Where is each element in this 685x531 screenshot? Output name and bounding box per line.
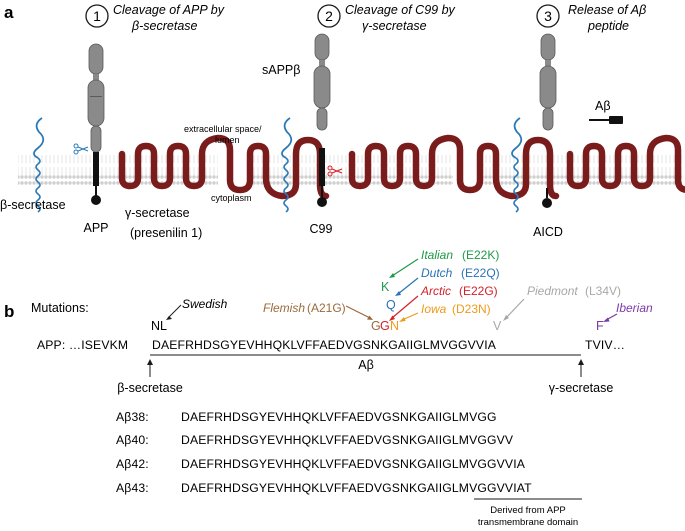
step-2-header: 2 Cleavage of C99 by γ-secretase — [317, 3, 456, 33]
mutation-iberian: Iberian F — [596, 301, 653, 333]
step-3-title-line1: Release of Aβ — [568, 3, 646, 17]
mutation-iberian-name: Iberian — [616, 301, 653, 315]
gamma-cleavage-label: γ-secretase — [549, 381, 614, 395]
peptide-name: Aβ40: — [116, 433, 149, 447]
mutation-italian-code: (E22K) — [462, 248, 499, 262]
mutation-swedish-name: Swedish — [182, 297, 228, 311]
abeta-peptide — [589, 116, 623, 124]
mutation-flemish-name: Flemish — [263, 301, 305, 315]
mutation-italian-name: Italian — [421, 248, 453, 262]
app-sequence-prefix: APP: …ISEVKM — [37, 338, 128, 352]
mutation-piedmont: Piedmont (L34V) V — [493, 284, 621, 333]
peptide-sequence: DAEFRHDSGYEVHHQKLVFFAEDVGSNKGAIIGLMVGGVV — [181, 433, 514, 447]
mutation-arctic: Arctic (E22G) G — [380, 284, 498, 333]
mutation-arctic-code: (E22G) — [459, 284, 498, 298]
panel-b-letter: b — [4, 302, 14, 321]
mutation-arctic-residue: G — [380, 319, 390, 333]
sappb-fragment — [313, 33, 331, 131]
beta-secretase-label: β-secretase — [0, 198, 66, 212]
extracellular-label-line1: extracellular space/ — [184, 124, 262, 134]
peptide-name: Aβ38: — [116, 410, 149, 424]
app-sequence-suffix: TVIV… — [585, 338, 625, 352]
gamma-secretase-label: γ-secretase — [125, 206, 190, 220]
gamma-secretase-step-1 — [122, 138, 326, 196]
cytoplasm-label: cytoplasm — [211, 193, 252, 203]
step-1-number: 1 — [93, 8, 101, 24]
app-label: APP — [83, 221, 108, 235]
app-sequence-core: DAEFRHDSGYEVHHQKLVFFAEDVGSNKGAIIGLMVGGVV… — [152, 338, 497, 352]
mutation-iowa-residue: N — [390, 319, 399, 333]
sappb-fragment-step-3 — [539, 33, 557, 131]
tm-domain-label-line2: transmembrane domain — [478, 517, 578, 528]
tm-domain-label-line1: Derived from APP — [490, 505, 566, 516]
mutation-swedish-arrow — [167, 304, 182, 319]
mutation-flemish-code: (A21G) — [307, 301, 346, 315]
mutation-dutch-residue: Q — [386, 298, 396, 312]
c99-fragment — [317, 148, 327, 207]
mutation-dutch-name: Dutch — [421, 266, 453, 280]
peptide-name: Aβ43: — [116, 481, 149, 495]
peptide-sequence: DAEFRHDSGYEVHHQKLVFFAEDVGSNKGAIIGLMVGGVV… — [181, 457, 526, 471]
aicd-fragment — [542, 188, 552, 208]
step-1-title-line2: β-secretase — [131, 19, 198, 33]
panel-a-letter: a — [4, 3, 14, 22]
peptide-sequence: DAEFRHDSGYEVHHQKLVFFAEDVGSNKGAIIGLMVGGVV… — [181, 481, 532, 495]
extracellular-label-line2: lumen — [215, 135, 240, 145]
mutation-italian-residue: K — [381, 280, 390, 294]
gamma-secretase-step-2 — [352, 138, 556, 196]
scissors-icon — [73, 143, 89, 155]
mutation-flemish: Flemish (A21G) G — [263, 301, 381, 333]
beta-cleavage-label: β-secretase — [117, 381, 183, 395]
step-3-header: 3 Release of Aβ peptide — [536, 3, 646, 33]
step-2-title-line1: Cleavage of C99 by — [345, 3, 456, 17]
step-2-title-line2: γ-secretase — [362, 19, 427, 33]
scissors-icon-step-2 — [327, 165, 343, 177]
step-1-header: 1 Cleavage of APP by β-secretase — [85, 3, 225, 33]
mutation-piedmont-residue: V — [493, 319, 502, 333]
c99-label: C99 — [310, 222, 333, 236]
sappb-label: sAPPβ — [262, 63, 300, 77]
mutation-iberian-residue: F — [596, 319, 604, 333]
abeta-label: Aβ — [595, 99, 611, 113]
mutation-arctic-name: Arctic — [420, 284, 451, 298]
mutation-piedmont-name: Piedmont — [527, 284, 578, 298]
step-3-title-line2: peptide — [587, 19, 629, 33]
mutation-swedish-residue: NL — [151, 319, 167, 333]
step-1-title-line1: Cleavage of APP by — [113, 3, 225, 17]
abeta-bracket-label: Aβ — [358, 358, 374, 372]
step-3-number: 3 — [544, 8, 552, 24]
mutation-iowa-code: (D23N) — [452, 302, 491, 316]
peptide-sequence: DAEFRHDSGYEVHHQKLVFFAEDVGSNKGAIIGLMVGG — [181, 410, 497, 424]
mutation-iowa: Iowa (D23N) N — [390, 302, 491, 333]
presenilin-label: (presenilin 1) — [130, 226, 202, 240]
mutation-dutch-code: (E22Q) — [461, 266, 500, 280]
mutation-italian: Italian (E22K) K — [381, 248, 499, 294]
mutation-iowa-name: Iowa — [421, 302, 447, 316]
mutation-piedmont-code: (L34V) — [585, 284, 621, 298]
step-2-number: 2 — [325, 8, 333, 24]
app-protein-step-1 — [87, 43, 105, 205]
peptide-name: Aβ42: — [116, 457, 149, 471]
aicd-label: AICD — [533, 225, 563, 239]
mutation-dutch: Dutch (E22Q) Q — [386, 266, 500, 312]
mutation-flemish-residue: G — [371, 319, 381, 333]
mutations-label: Mutations: — [31, 301, 89, 315]
